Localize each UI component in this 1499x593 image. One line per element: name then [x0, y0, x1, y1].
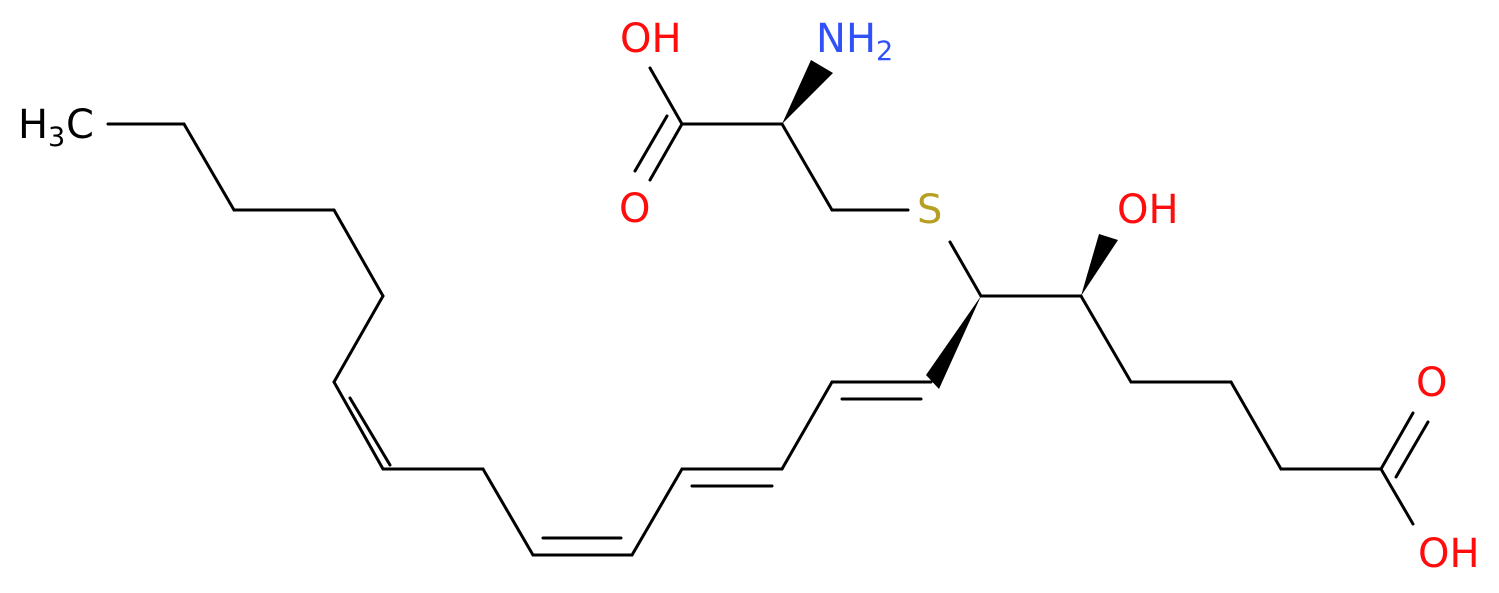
atom-labels: OH O N H 2 S OH H 3 C O OH — [18, 16, 1480, 577]
label-amine: N H 2 — [816, 16, 893, 67]
wedge-c6-c7 — [926, 296, 981, 389]
label-methyl-sub: 3 — [48, 122, 65, 153]
bond-lines — [106, 66, 1430, 557]
bond-c5-c4 — [1079, 294, 1133, 384]
label-methyl-h: H — [18, 102, 48, 148]
bond-c2-c3 — [182, 122, 236, 212]
bond-c12-c13 — [780, 380, 834, 471]
label-hydroxyl: OH — [1117, 187, 1179, 233]
label-methyl-c: C — [66, 102, 94, 148]
label-amine-h: H — [846, 16, 876, 62]
bond-c5-c6 — [332, 294, 385, 384]
wedge-bonds — [782, 60, 1118, 389]
bond-c1-oh — [1379, 467, 1415, 526]
label-amine-sub: 2 — [876, 36, 893, 67]
bond-c1-o — [1379, 411, 1415, 471]
wedge-c5-oh — [1081, 234, 1118, 296]
label-methyl: H 3 C — [18, 102, 94, 153]
bond-c10-c11 — [630, 467, 684, 557]
bond-c6-c7 — [332, 380, 385, 471]
bond-cooh-oh — [648, 66, 684, 126]
bond-c6-s — [948, 240, 983, 298]
bond-cooh-o — [648, 122, 684, 182]
bond-ch2-calpha — [780, 122, 834, 212]
label-acid-oh: OH — [1418, 531, 1480, 577]
bond-c4-c5 — [332, 208, 385, 298]
bond-c6-c7-inner — [348, 396, 392, 467]
label-amine-n: N — [816, 16, 846, 62]
label-cys-acid-oh: OH — [620, 16, 682, 62]
label-thioether-s: S — [917, 187, 942, 233]
bond-c1-o-inner — [1394, 420, 1430, 479]
bond-c3-c2 — [1229, 380, 1283, 471]
label-acid-o: O — [1416, 360, 1447, 406]
bond-c8-c9 — [481, 467, 535, 557]
bond-cooh-o-inner — [633, 114, 669, 173]
wedge-calpha-n — [782, 60, 833, 124]
label-cys-acid-o: O — [619, 186, 650, 232]
